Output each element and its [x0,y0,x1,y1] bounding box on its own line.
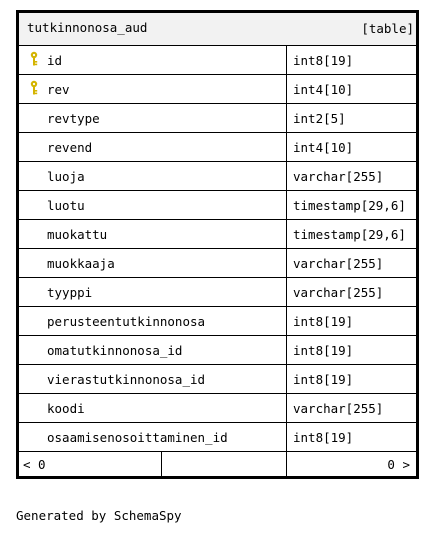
column-divider [286,75,287,103]
column-type: int8[19] [293,343,354,358]
column-row-revend[interactable]: revend int4[10] [19,132,416,161]
column-name: osaamisenosoittaminen_id [47,430,228,445]
column-divider [286,307,287,335]
column-row-revtype[interactable]: revtype int2[5] [19,103,416,132]
column-divider [286,423,287,451]
table-body: tutkinnonosa_aud [table] id int8[19] rev in… [19,13,416,476]
footer-divider [286,452,287,476]
table-footer: < 0 0 > [19,451,416,476]
column-name: revtype [47,111,100,126]
column-row-luoja[interactable]: luoja varchar[255] [19,161,416,190]
column-row-rev[interactable]: rev int4[10] [19,74,416,103]
column-row-osaamisenosoittaminen_id[interactable]: osaamisenosoittaminen_id int8[19] [19,422,416,451]
generated-by-label: Generated by SchemaSpy [16,508,182,523]
table-name[interactable]: tutkinnonosa_aud [27,20,148,35]
column-type: int8[19] [293,53,354,68]
column-divider [286,162,287,190]
column-divider [286,46,287,74]
column-type: int2[5] [293,111,346,126]
column-row-tyyppi[interactable]: tyyppi varchar[255] [19,277,416,306]
column-divider [286,191,287,219]
column-name: id [47,53,63,68]
column-type: timestamp[29,6] [293,198,406,213]
column-name: revend [47,140,93,155]
column-divider [286,336,287,364]
column-divider [286,249,287,277]
key-icon [29,51,39,67]
table-type-label: [table] [361,21,414,36]
column-row-id[interactable]: id int8[19] [19,45,416,74]
column-name: muokkaaja [47,256,115,271]
column-name: vierastutkinnonosa_id [47,372,206,387]
column-name: tyyppi [47,285,93,300]
column-name: rev [47,82,70,97]
column-type: int8[19] [293,314,354,329]
incoming-relationships-count[interactable]: < 0 [23,457,46,472]
column-name: luotu [47,198,85,213]
column-name: perusteentutkinnonosa [47,314,206,329]
column-type: int8[19] [293,372,354,387]
column-name: koodi [47,401,85,416]
column-row-luotu[interactable]: luotu timestamp[29,6] [19,190,416,219]
column-row-koodi[interactable]: koodi varchar[255] [19,393,416,422]
column-divider [286,394,287,422]
column-type: int4[10] [293,140,354,155]
column-type: int8[19] [293,430,354,445]
column-row-vierastutkinnonosa_id[interactable]: vierastutkinnonosa_id int8[19] [19,364,416,393]
footer-divider [161,452,162,476]
column-type: varchar[255] [293,401,384,416]
outgoing-relationships-count[interactable]: 0 > [387,457,410,472]
column-type: varchar[255] [293,169,384,184]
column-divider [286,220,287,248]
table-header[interactable]: tutkinnonosa_aud [table] [19,13,416,45]
column-divider [286,104,287,132]
column-type: varchar[255] [293,285,384,300]
column-type: timestamp[29,6] [293,227,406,242]
column-type: int4[10] [293,82,354,97]
column-row-muokattu[interactable]: muokattu timestamp[29,6] [19,219,416,248]
column-type: varchar[255] [293,256,384,271]
column-divider [286,133,287,161]
column-row-omatutkinnonosa_id[interactable]: omatutkinnonosa_id int8[19] [19,335,416,364]
column-name: muokattu [47,227,108,242]
column-row-perusteentutkinnonosa[interactable]: perusteentutkinnonosa int8[19] [19,306,416,335]
table-entity[interactable]: tutkinnonosa_aud [table] id int8[19] rev in… [16,10,419,479]
column-row-muokkaaja[interactable]: muokkaaja varchar[255] [19,248,416,277]
key-icon [29,80,39,96]
column-divider [286,365,287,393]
column-name: omatutkinnonosa_id [47,343,183,358]
column-divider [286,278,287,306]
column-name: luoja [47,169,85,184]
